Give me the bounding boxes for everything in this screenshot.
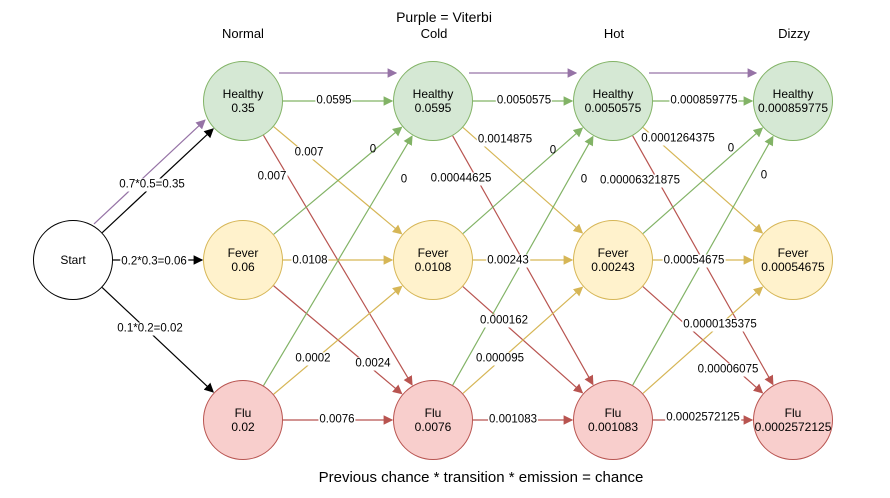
edge-label-fever-to-flu: 0.000162 <box>479 314 529 328</box>
edge-label-fever-to-healthy: 0 <box>549 144 557 157</box>
edge-label-flu-to-healthy: 0 <box>400 173 408 186</box>
viterbi-start-arrow <box>93 119 206 225</box>
edge-label-fever-to-fever: 0.0108 <box>291 254 329 268</box>
state-name: Flu <box>424 406 442 420</box>
edge-label-healthy-to-fever: 0.0014875 <box>476 133 534 147</box>
column-header-normal: Normal <box>222 26 264 41</box>
edge-label-healthy-to-flu: 0.00044625 <box>429 172 493 186</box>
diagram-title: Purple = Viterbi <box>396 9 492 25</box>
edge-label-flu-to-flu: 0.0076 <box>318 413 356 427</box>
edge-label-flu-to-fever: 0.0000135375 <box>682 318 758 332</box>
edge-label-healthy-to-fever: 0.0001264375 <box>640 132 716 146</box>
state-name: Flu <box>234 406 252 420</box>
fever-node-hot: Fever 0.00243 <box>573 220 653 300</box>
state-value: 0.35 <box>231 101 255 115</box>
transition-arrow-u-to-f <box>462 286 584 394</box>
state-value: 0.0076 <box>414 420 452 434</box>
flu-node-normal: Flu 0.02 <box>203 380 283 460</box>
edge-label-fever-to-fever: 0.00243 <box>486 254 530 268</box>
state-value: 0.06 <box>231 260 255 274</box>
transition-arrow-f-to-h <box>642 127 764 234</box>
fever-node-normal: Fever 0.06 <box>203 220 283 300</box>
edge-label-fever-to-fever: 0.00054675 <box>662 254 726 268</box>
state-name: Fever <box>417 246 449 260</box>
flu-node-hot: Flu 0.001083 <box>573 380 653 460</box>
state-value: 0.000859775 <box>757 101 829 115</box>
start-edge-label-flu: 0.1*0.2=0.02 <box>116 322 184 336</box>
state-value: 0.02 <box>231 420 255 434</box>
start-to-flu-arrow <box>101 286 215 393</box>
state-name: Flu <box>784 406 802 420</box>
start-edge-label-healthy: 0.7*0.5=0.35 <box>118 178 186 192</box>
transition-arrow-u-to-f <box>642 286 764 394</box>
state-name: Fever <box>777 246 809 260</box>
edge-label-flu-to-healthy: 0 <box>760 169 768 182</box>
state-name: Healthy <box>412 87 454 101</box>
edge-label-healthy-to-fever: 0.007 <box>293 146 325 160</box>
edge-label-flu-to-flu: 0.0002572125 <box>665 411 741 425</box>
column-header-cold: Cold <box>420 26 448 41</box>
edge-label-fever-to-healthy: 0 <box>727 142 735 155</box>
state-name: Fever <box>597 246 629 260</box>
start-edge-label-fever: 0.2*0.3=0.06 <box>120 255 188 269</box>
transition-arrow-u-to-h <box>262 135 413 386</box>
edge-label-healthy-to-healthy: 0.000859775 <box>669 94 739 108</box>
state-value: 0.00054675 <box>761 260 825 274</box>
healthy-node-cold: Healthy 0.0595 <box>393 61 473 141</box>
fever-node-cold: Fever 0.0108 <box>393 220 473 300</box>
transition-arrow-f-to-h <box>462 127 584 234</box>
formula-caption: Previous chance * transition * emission … <box>318 469 644 486</box>
state-value: 0.0108 <box>414 260 452 274</box>
state-value: 0.00243 <box>591 260 635 274</box>
edge-label-healthy-to-healthy: 0.0050575 <box>495 94 553 108</box>
edge-label-healthy-to-flu: 0.007 <box>256 170 288 184</box>
state-name: Flu <box>604 406 622 420</box>
edge-label-flu-to-flu: 0.001083 <box>488 413 538 427</box>
edge-label-fever-to-healthy: 0 <box>369 143 377 156</box>
flu-node-cold: Flu 0.0076 <box>393 380 473 460</box>
column-header-hot: Hot <box>603 26 625 41</box>
transition-arrow-u-to-f <box>273 285 403 395</box>
state-name: Healthy <box>222 87 264 101</box>
state-name: Healthy <box>592 87 634 101</box>
state-value: 0.0050575 <box>584 101 642 115</box>
state-value: 0.0002572125 <box>754 420 832 434</box>
edge-label-fever-to-flu: 0.0024 <box>354 357 392 371</box>
state-name: Healthy <box>772 87 814 101</box>
flu-node-dizzy: Flu 0.0002572125 <box>753 380 833 460</box>
edge-label-healthy-to-healthy: 0.0595 <box>315 94 353 108</box>
edge-label-flu-to-healthy: 0 <box>580 173 588 186</box>
transition-arrow-f-to-h <box>273 126 403 235</box>
state-value: 0.001083 <box>587 420 639 434</box>
edge-label-fever-to-flu: 0.00006075 <box>696 363 760 377</box>
healthy-node-hot: Healthy 0.0050575 <box>573 61 653 141</box>
edge-label-flu-to-fever: 0.0002 <box>294 352 332 366</box>
healthy-node-normal: Healthy 0.35 <box>203 61 283 141</box>
column-header-dizzy: Dizzy <box>778 26 810 41</box>
edge-label-healthy-to-flu: 0.00006321875 <box>599 174 681 188</box>
start-node: Start <box>33 220 113 300</box>
start-label: Start <box>60 253 86 267</box>
fever-node-dizzy: Fever 0.00054675 <box>753 220 833 300</box>
state-value: 0.0595 <box>414 101 452 115</box>
healthy-node-dizzy: Healthy 0.000859775 <box>753 61 833 141</box>
edge-label-flu-to-fever: 0.000095 <box>475 352 525 366</box>
state-name: Fever <box>227 246 259 260</box>
